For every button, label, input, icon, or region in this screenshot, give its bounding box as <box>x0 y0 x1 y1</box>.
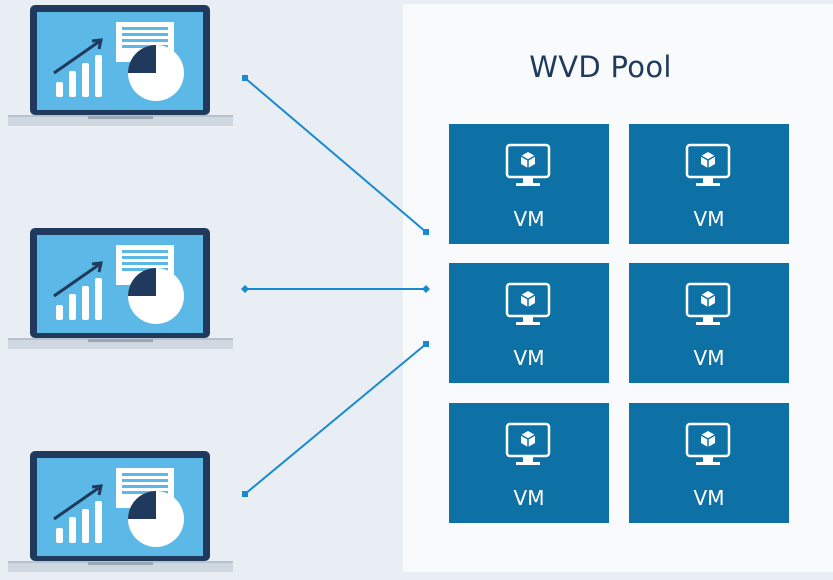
vm-tile: VM <box>449 263 609 383</box>
vm-label: VM <box>513 346 545 370</box>
vm-tile: VM <box>629 124 789 244</box>
monitor-cube-icon <box>685 143 731 186</box>
monitor-cube-icon <box>685 422 731 465</box>
monitor-cube-icon <box>685 282 731 325</box>
vm-label: VM <box>693 346 725 370</box>
laptop-dashboard-icon <box>8 228 233 349</box>
client-laptop-1 <box>8 5 233 130</box>
vm-label: VM <box>513 486 545 510</box>
connector-2 <box>241 285 430 293</box>
client-laptop-2 <box>8 228 233 353</box>
vm-tile: VM <box>449 124 609 244</box>
laptop-dashboard-icon <box>8 5 233 126</box>
vm-tile: VM <box>449 403 609 523</box>
connector-1 <box>242 75 429 235</box>
pool-title: WVD Pool <box>529 50 672 84</box>
vm-label: VM <box>693 486 725 510</box>
vm-label: VM <box>693 207 725 231</box>
connector-3 <box>242 341 429 497</box>
monitor-cube-icon <box>505 143 551 186</box>
monitor-cube-icon <box>505 422 551 465</box>
client-laptop-3 <box>8 451 233 576</box>
vm-label: VM <box>513 207 545 231</box>
vm-tile: VM <box>629 263 789 383</box>
laptop-dashboard-icon <box>8 451 233 572</box>
vm-tile: VM <box>629 403 789 523</box>
monitor-cube-icon <box>505 282 551 325</box>
